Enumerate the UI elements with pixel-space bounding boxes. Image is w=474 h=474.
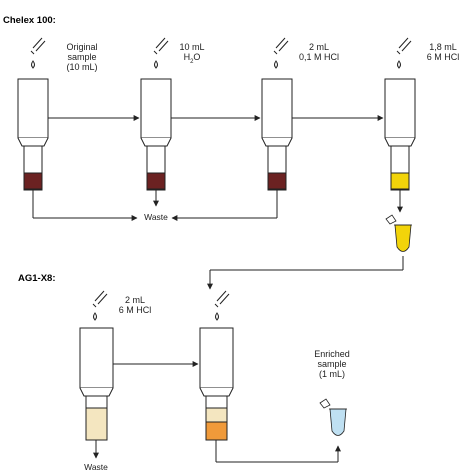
column-2 xyxy=(140,78,172,196)
resin-orange xyxy=(205,421,228,441)
pipette-icon xyxy=(396,37,412,69)
column-3 xyxy=(261,78,293,196)
enriched-tube xyxy=(319,398,347,436)
waste-connector xyxy=(32,196,278,221)
pipette-icon xyxy=(214,290,230,321)
resin-cream xyxy=(205,407,228,423)
step-6-label: Enriched sample (1 mL) xyxy=(314,349,350,379)
step-3-label: 2 mL 0,1 M HCl xyxy=(298,42,339,62)
section-title-chelex: Chelex 100: xyxy=(3,15,56,26)
resin-brown xyxy=(267,172,287,190)
step-2-label: 10 mL H2O xyxy=(179,42,205,65)
pipette-icon xyxy=(273,37,289,69)
column-6 xyxy=(199,327,234,446)
pipette-icon xyxy=(92,290,108,321)
pipette-icon xyxy=(30,37,46,69)
step-4-label: 1,8 mL 6 M HCl xyxy=(426,42,460,62)
section-title-ag1: AG1-X8: xyxy=(18,273,56,284)
waste-label-bottom: Waste xyxy=(84,462,108,472)
eluate-tube xyxy=(385,214,412,252)
resin-yellow xyxy=(390,172,410,190)
pipette-icon xyxy=(153,37,169,69)
waste-label-top: Waste xyxy=(144,212,168,222)
column-1 xyxy=(17,78,49,196)
step-5-label: 2 mL 6 M HCl xyxy=(118,295,152,315)
enriched-connector xyxy=(215,445,341,463)
column-4 xyxy=(384,78,416,196)
resin-brown xyxy=(23,172,43,190)
resin-cream xyxy=(85,407,108,441)
transfer-connector xyxy=(207,256,404,290)
resin-brown xyxy=(146,172,166,190)
step-1-label: Original sample (10 mL) xyxy=(66,42,98,72)
column-5 xyxy=(79,327,114,446)
